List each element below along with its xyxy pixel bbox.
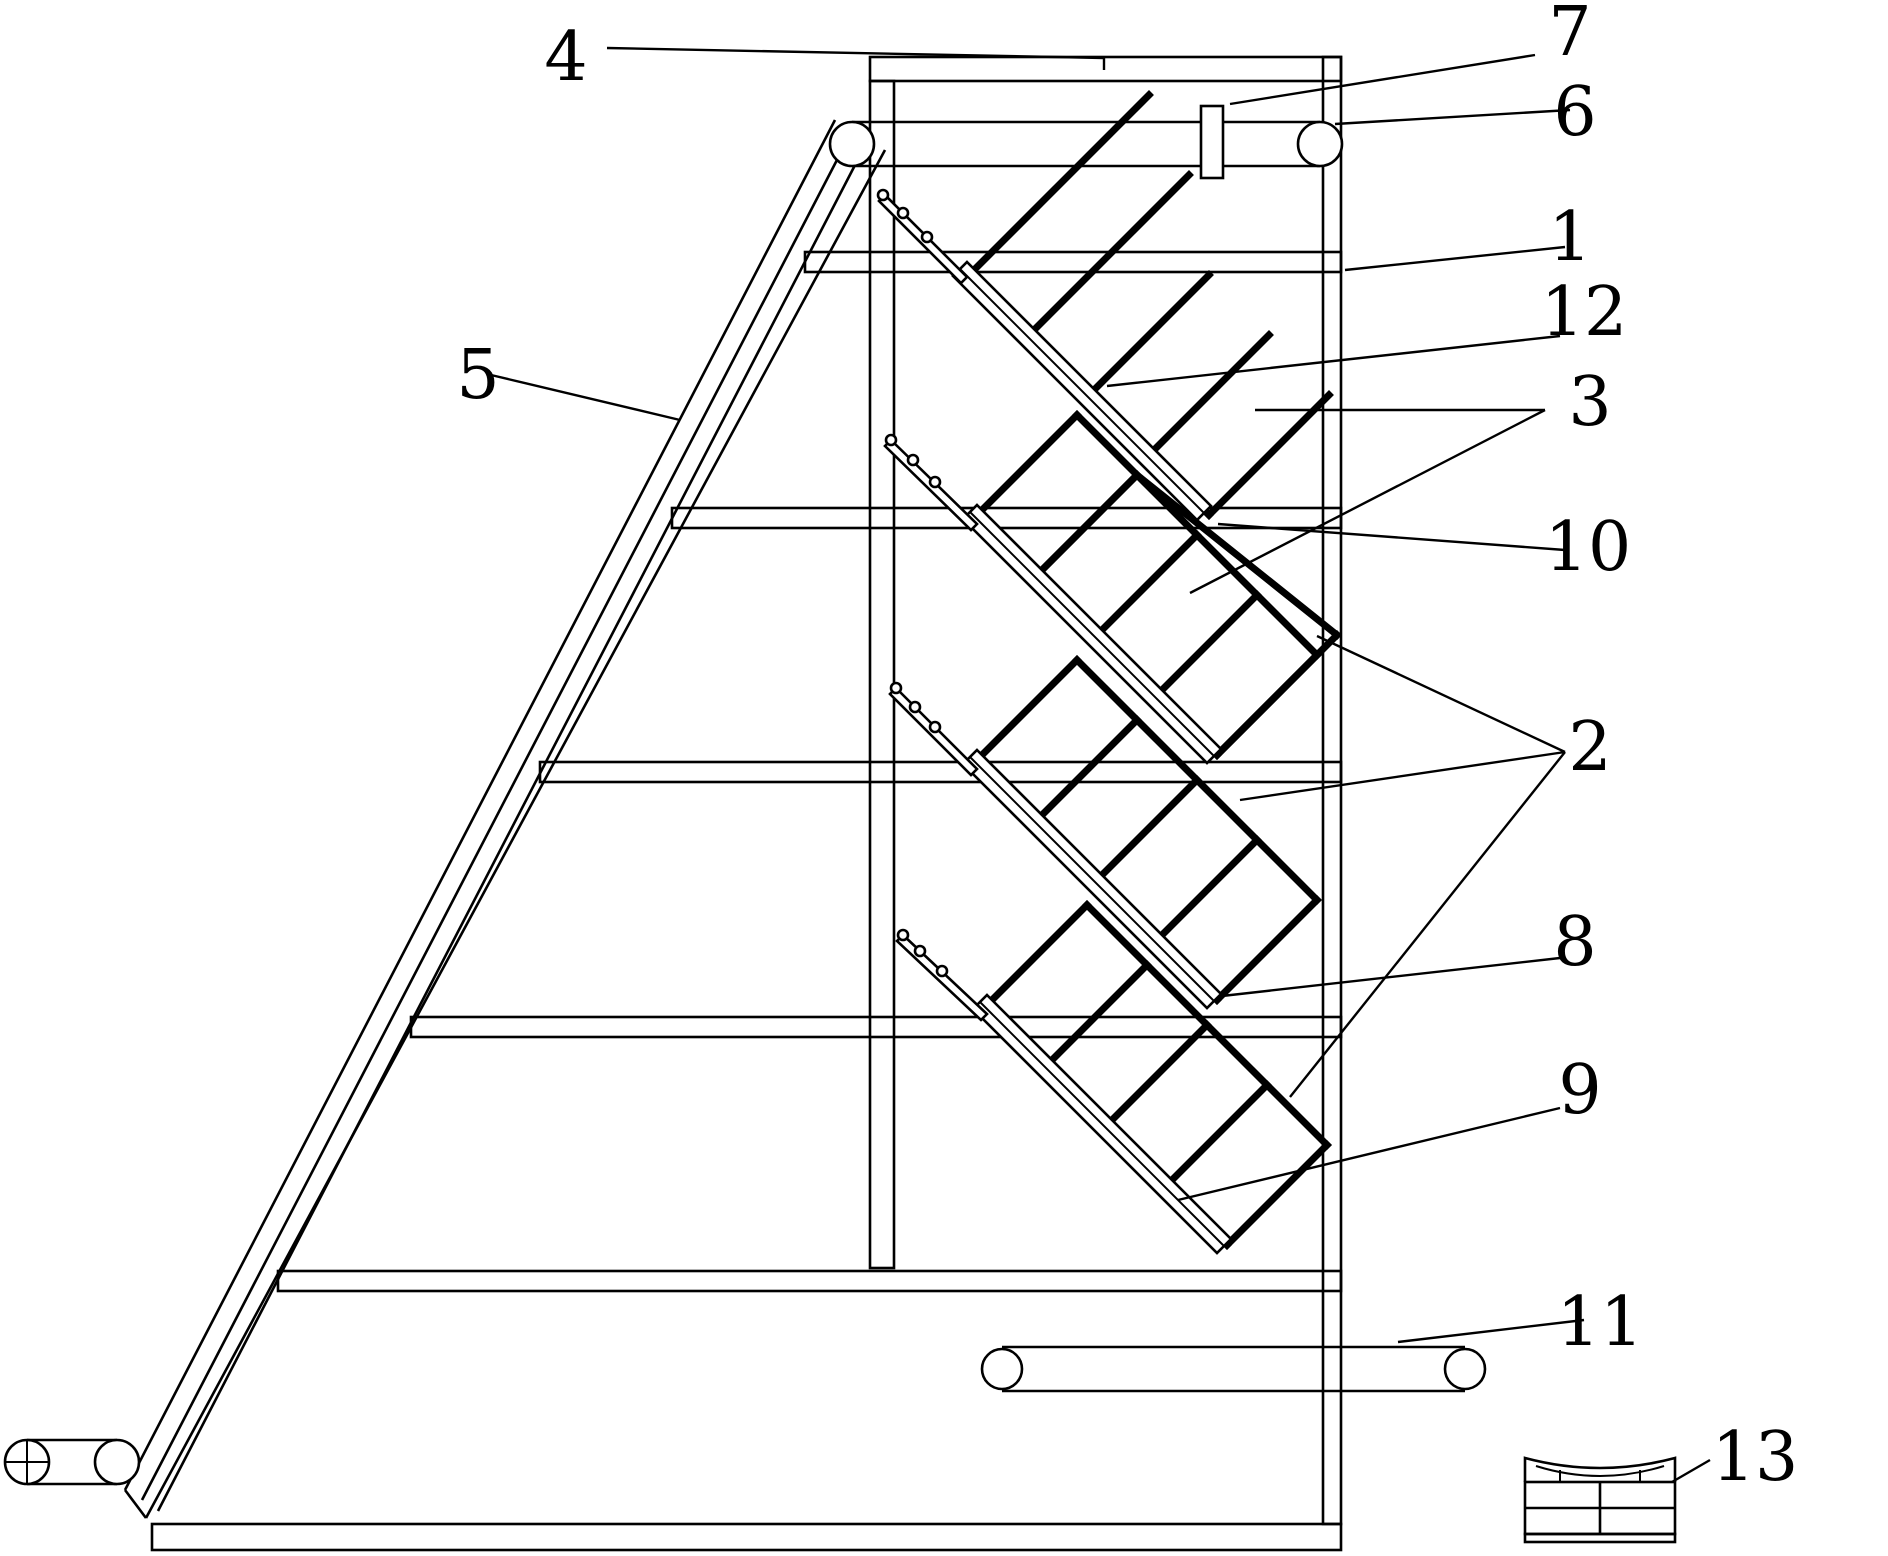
callout-5: 5 [456, 336, 499, 415]
sensor-box [1199, 104, 1225, 180]
rail-3 [538, 760, 1343, 784]
container [1523, 1456, 1677, 1544]
callout-8: 8 [1553, 903, 1596, 982]
callout-11: 11 [1557, 1283, 1644, 1362]
sorting-tier-1 [876, 90, 1334, 522]
callout-4: 4 [544, 18, 587, 97]
callout-2: 2 [1568, 708, 1611, 787]
callout-7: 7 [1548, 0, 1591, 72]
feed-roller [3, 1438, 141, 1486]
callout-3: 3 [1568, 363, 1611, 442]
sorting-tier-2 [883, 410, 1342, 765]
callout-9: 9 [1558, 1051, 1601, 1130]
bottom-belt [980, 1345, 1487, 1393]
callouts: 1 2 3 4 5 6 7 8 9 10 11 12 13 [456, 0, 1798, 1497]
sorting-tier-3 [888, 655, 1322, 1010]
leader-lines [490, 46, 1711, 1484]
inclined-conveyor [123, 119, 887, 1519]
main-frame [150, 55, 1343, 1552]
callout-6: 6 [1553, 73, 1596, 152]
sorting-tier-4 [895, 900, 1332, 1255]
top-belt [828, 104, 1344, 180]
callout-1: 1 [1548, 198, 1591, 277]
callout-13: 13 [1712, 1418, 1799, 1497]
rail-1 [803, 250, 1343, 274]
callout-10: 10 [1545, 508, 1632, 587]
rail-5 [276, 1269, 1343, 1293]
callout-12: 12 [1541, 273, 1628, 352]
